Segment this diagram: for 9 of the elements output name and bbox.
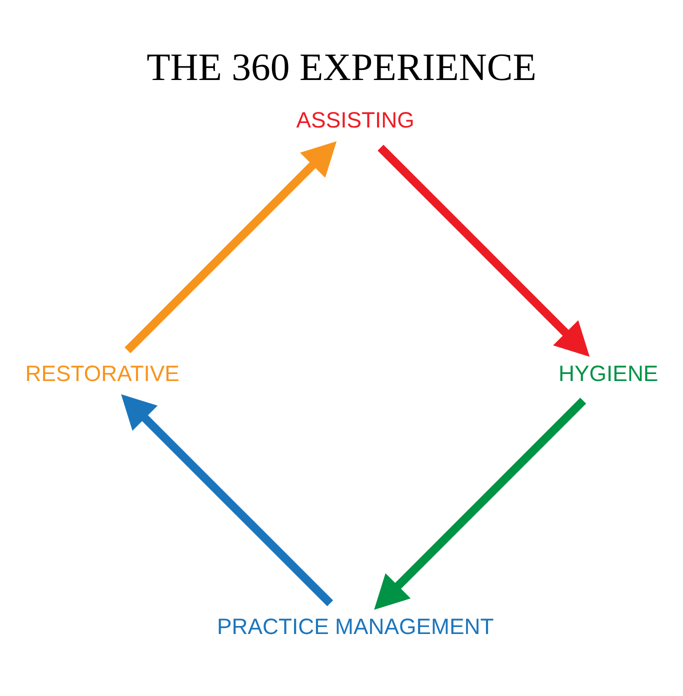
arrow <box>121 394 334 606</box>
node-text: PRACTICE MANAGEMENT <box>216 613 494 638</box>
diagram-title: THE 360 EXPERIENCE <box>146 46 536 89</box>
node-text: ASSISTING <box>296 107 414 132</box>
arrow <box>124 140 337 353</box>
arrow <box>378 144 590 356</box>
arrow <box>374 397 586 610</box>
node-text: HYGIENE <box>558 360 658 386</box>
node-text: RESTORATIVE <box>25 360 180 386</box>
